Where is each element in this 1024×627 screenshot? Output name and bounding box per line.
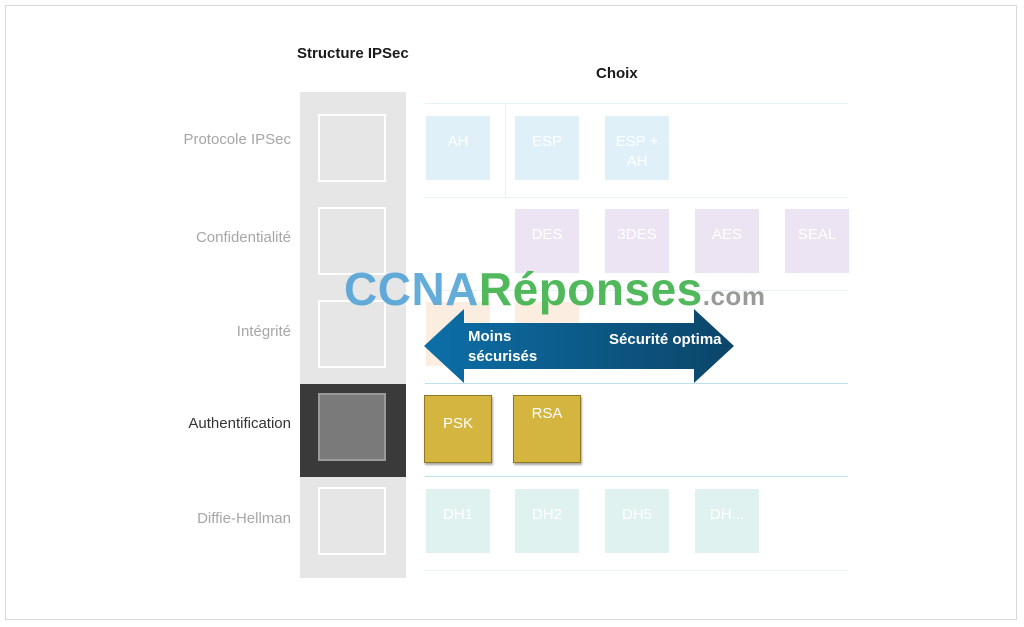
choice-tile-psk[interactable]: PSK [424, 395, 492, 463]
choice-label: SEAL [797, 226, 837, 243]
slot-authentication[interactable] [318, 393, 386, 461]
choice-tile-aes[interactable]: AES [693, 207, 761, 275]
arrow-right-label: Sécurité optima [609, 331, 722, 348]
row-label-confidentiality: Confidentialité [195, 229, 291, 246]
choice-label: PSK [442, 415, 473, 432]
choice-tile-des[interactable]: DES [513, 207, 581, 275]
choice-label: DH1 [442, 506, 473, 523]
slot-confidentiality[interactable] [318, 207, 386, 275]
grid-line [425, 570, 848, 571]
structure-title: Structure IPSec [297, 45, 409, 62]
choice-label: AES [711, 226, 742, 243]
structure-column [300, 92, 406, 578]
choice-label: RSA [531, 405, 563, 422]
choice-tile-esp[interactable]: ESP [513, 114, 581, 182]
choice-tile-dh5[interactable]: DH5 [603, 487, 671, 555]
grid-line [425, 383, 848, 384]
row-label-authentication: Authentification [188, 415, 291, 432]
choice-label: DH5 [621, 506, 652, 523]
choice-label: DH... [709, 506, 745, 523]
watermark-logo: CCNARéponses.com [344, 263, 766, 315]
choice-label: AH [447, 133, 469, 150]
security-double-arrow [424, 309, 734, 383]
slot-integrity[interactable] [318, 300, 386, 368]
choice-tile-dh1[interactable]: DH1 [424, 487, 492, 555]
choice-tile-esp-ah[interactable]: ESP + AH [603, 114, 671, 182]
choice-label: ESP + AH [615, 133, 659, 170]
grid-line [425, 103, 848, 104]
choice-label: DH2 [531, 506, 562, 523]
choice-label: 3DES [617, 226, 657, 243]
choice-tile-seal[interactable]: SEAL [783, 207, 851, 275]
choice-tile-dh2[interactable]: DH2 [513, 487, 581, 555]
grid-line [425, 476, 848, 477]
grid-line [425, 197, 848, 198]
diagram-frame [5, 5, 1017, 620]
choice-tile-3des[interactable]: 3DES [603, 207, 671, 275]
slot-diffie-hellman[interactable] [318, 487, 386, 555]
choice-label: DES [531, 226, 563, 243]
grid-line [505, 103, 506, 197]
choice-tile-dh-more[interactable]: DH... [693, 487, 761, 555]
arrow-left-label: Moins sécurisés [468, 328, 538, 365]
row-label-integrity: Intégrité [236, 323, 291, 340]
grid-line [425, 290, 848, 291]
row-label-diffie-hellman: Diffie-Hellman [197, 510, 291, 527]
choice-tile-rsa[interactable]: RSA [513, 395, 581, 463]
row-label-protocol: Protocole IPSec [183, 131, 291, 148]
choices-title: Choix [596, 65, 638, 82]
choice-tile-ah[interactable]: AH [424, 114, 492, 182]
slot-protocol[interactable] [318, 114, 386, 182]
choice-label: ESP [531, 133, 562, 150]
